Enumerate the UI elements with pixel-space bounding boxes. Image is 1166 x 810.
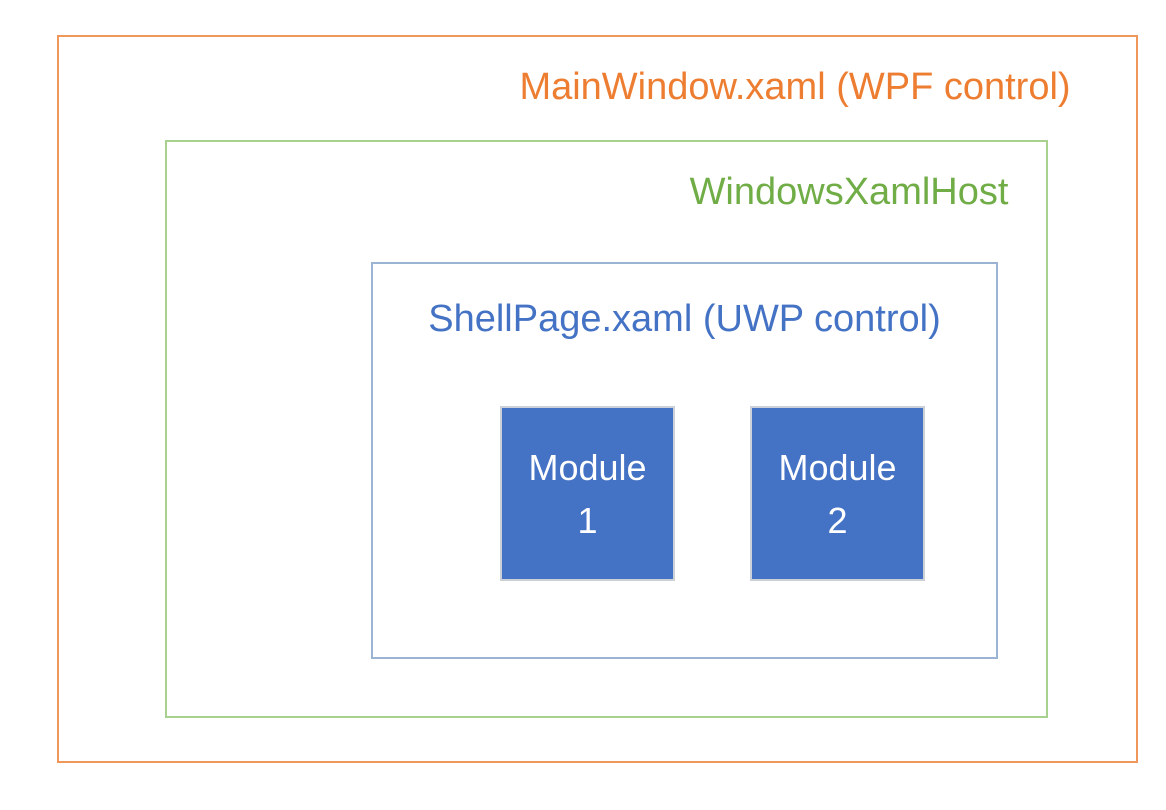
mainwindow-label: MainWindow.xaml (WPF control) [519,66,1071,108]
module-2-name: Module [778,446,897,488]
windowsxamlhost-label: WindowsXamlHost [689,171,1009,213]
module-2-number: 2 [827,499,848,541]
shellpage-label: ShellPage.xaml (UWP control) [428,298,941,340]
mainwindow-box: MainWindow.xaml (WPF control) WindowsXam… [57,35,1138,763]
module-1-box: Module 1 [500,406,675,581]
module-1-name: Module [528,446,647,488]
module-1-number: 1 [577,499,598,541]
module-2-box: Module 2 [750,406,925,581]
windowsxamlhost-box: WindowsXamlHost ShellPage.xaml (UWP cont… [165,140,1048,718]
shellpage-box: ShellPage.xaml (UWP control) Module 1 Mo… [371,262,998,659]
